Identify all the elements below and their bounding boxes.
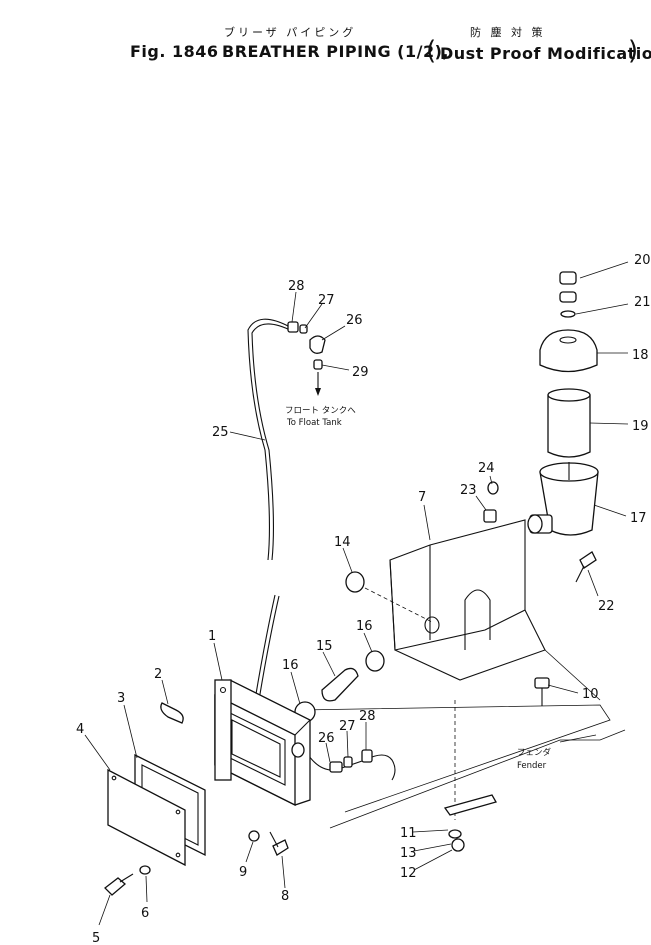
callout-4: 4 [76, 722, 84, 737]
breather-pipe [247, 318, 326, 701]
fender-note-jp: フェンダ [517, 747, 552, 758]
callout-23: 23 [460, 483, 477, 498]
float-tank-note: To Float Tank [286, 418, 342, 428]
gasket-and-cover [107, 753, 206, 867]
callout-27-upper: 27 [318, 293, 335, 308]
page-title: BREATHER PIPING (1/2), [222, 42, 449, 61]
callout-16-right: 16 [356, 619, 373, 634]
air-cleaner [527, 271, 599, 536]
callout-16-left: 16 [282, 658, 299, 673]
screws-and-washers [104, 794, 497, 896]
callout-28-lower: 28 [359, 709, 376, 724]
callout-2: 2 [154, 667, 162, 682]
fender-note: Fender [517, 761, 547, 771]
callout-26-lower: 26 [318, 731, 335, 746]
callout-28-upper: 28 [288, 279, 305, 294]
fender-plate [299, 649, 626, 829]
callout-15: 15 [316, 639, 333, 654]
callout-12: 12 [400, 866, 417, 881]
callout-1: 1 [208, 629, 216, 644]
hose-and-clamps [294, 571, 385, 723]
callout-27-lower: 27 [339, 719, 356, 734]
callout-19: 19 [632, 419, 649, 434]
callout-25: 25 [212, 425, 229, 440]
callout-3: 3 [117, 691, 125, 706]
callout-7: 7 [418, 490, 426, 505]
leader-lines [84, 261, 629, 926]
callout-13: 13 [400, 846, 417, 861]
modification-text: Dust Proof Modification [440, 44, 651, 63]
callout-9: 9 [239, 865, 247, 880]
callout-29: 29 [352, 365, 369, 380]
callout-24: 24 [478, 461, 495, 476]
callout-26-upper: 26 [346, 313, 363, 328]
callout-6: 6 [141, 906, 149, 921]
lower-hose-fittings [304, 749, 396, 781]
callout-14: 14 [334, 535, 351, 550]
callout-10: 10 [582, 687, 599, 702]
bolt-nut-hardware [483, 481, 597, 706]
modification-label: ( [426, 36, 437, 66]
modification-bracket-close: ) [628, 36, 639, 66]
japanese-title: ブリーザ パイピング [224, 26, 357, 39]
callout-21: 21 [634, 295, 651, 310]
breather-housing [160, 679, 311, 807]
bracket [364, 519, 546, 681]
float-tank-note-jp: フロート タンクへ [285, 406, 356, 416]
japanese-note: 防 塵 対 策 [470, 26, 546, 39]
callout-22: 22 [598, 599, 615, 614]
callout-11: 11 [400, 826, 417, 841]
callout-5: 5 [92, 931, 100, 945]
callout-18: 18 [632, 348, 649, 363]
figure-number: Fig. 1846 [130, 42, 219, 61]
callout-8: 8 [281, 889, 289, 904]
callout-17: 17 [630, 511, 647, 526]
callout-20: 20 [634, 253, 651, 268]
